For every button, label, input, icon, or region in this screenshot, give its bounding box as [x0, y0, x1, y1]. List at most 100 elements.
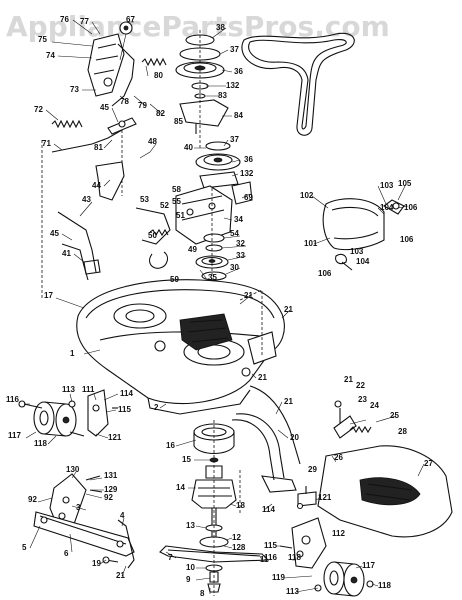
callout: 111 — [82, 385, 95, 394]
callout: 130 — [66, 465, 80, 474]
callout: 6 — [64, 549, 69, 558]
callout: 24 — [370, 401, 379, 410]
wheel-bracket-left — [68, 389, 118, 437]
callout: 116 — [264, 553, 277, 562]
callout: 37 — [230, 45, 239, 54]
callout: 21 — [284, 397, 293, 406]
callout: 27 — [424, 459, 433, 468]
callout: 28 — [398, 427, 407, 436]
callout: 113 — [286, 587, 299, 596]
callout: 41 — [62, 249, 71, 258]
deflector-shield — [322, 198, 405, 271]
callout: 19 — [92, 559, 101, 568]
callout: 48 — [148, 137, 157, 146]
callout: 92 — [28, 495, 37, 504]
callout: 21 — [244, 291, 253, 300]
callout: 43 — [82, 195, 91, 204]
callout: 84 — [234, 111, 243, 120]
callout: 83 — [218, 91, 227, 100]
callout: 1 — [70, 349, 75, 358]
callout: 7 — [168, 553, 173, 562]
callout: 45 — [100, 103, 109, 112]
callout: 116 — [6, 395, 19, 404]
callout: 21 — [116, 571, 125, 580]
callout: 44 — [92, 181, 101, 190]
callout: 103 — [350, 247, 364, 256]
callout: 12 — [232, 533, 241, 542]
callout: 106 — [400, 235, 414, 244]
callout: 15 — [182, 455, 191, 464]
callout: 29 — [308, 465, 317, 474]
callout: 17 — [44, 291, 53, 300]
callout: 30 — [230, 263, 239, 272]
callout: 118 — [288, 553, 301, 562]
discharge-chute — [317, 400, 453, 538]
callout: 102 — [300, 191, 314, 200]
callout: 114 — [120, 389, 133, 398]
callout: 32 — [236, 239, 245, 248]
mower-deck — [76, 279, 285, 415]
callout: 85 — [174, 117, 183, 126]
callout: 36 — [244, 155, 253, 164]
callout: 117 — [362, 561, 375, 570]
callout: 129 — [104, 485, 118, 494]
callout: 21 — [284, 305, 293, 314]
callout: 21 — [258, 373, 267, 382]
right-small-parts — [296, 486, 317, 510]
belt-guide-cables — [231, 385, 301, 514]
callout: 4 — [120, 511, 125, 520]
callout: 132 — [226, 81, 240, 90]
callout: 37 — [230, 135, 239, 144]
callout: 112 — [332, 529, 345, 538]
idler-arm-assembly — [41, 21, 167, 300]
callout: 103 — [380, 181, 394, 190]
callout: 49 — [188, 245, 197, 254]
callout: 40 — [184, 143, 193, 152]
callout: 8 — [200, 589, 205, 598]
callout: 75 — [38, 35, 47, 44]
drive-belt-illustration — [241, 32, 355, 136]
callout: 55 — [172, 197, 181, 206]
callout: 35 — [208, 273, 217, 282]
callout: 115 — [264, 541, 277, 550]
callout: 132 — [240, 169, 254, 178]
callout: 45 — [50, 229, 59, 238]
callout: 92 — [104, 493, 113, 502]
callout: 69 — [244, 193, 253, 202]
callout: 80 — [154, 71, 163, 80]
callout: 10 — [186, 563, 195, 572]
callout: 14 — [176, 483, 185, 492]
callout: 105 — [398, 179, 412, 188]
callout: 54 — [230, 229, 239, 238]
callout: 113 — [62, 385, 75, 394]
callout: 23 — [358, 395, 367, 404]
callout: 2 — [154, 403, 159, 412]
callout: 3 — [76, 503, 81, 512]
callout: 33 — [236, 251, 245, 260]
gauge-wheel-linkage — [33, 473, 135, 569]
callout: 67 — [126, 15, 135, 24]
callout: 74 — [46, 51, 55, 60]
callout: 51 — [176, 211, 185, 220]
callout: 50 — [148, 231, 157, 240]
callout: 21 — [344, 375, 353, 384]
callout: 106 — [318, 269, 332, 278]
callout: 9 — [186, 575, 191, 584]
callout: 13 — [186, 521, 195, 530]
callout: 104 — [380, 203, 394, 212]
front-wheel-right — [279, 517, 374, 597]
callout: 71 — [42, 139, 51, 148]
callout: 77 — [80, 17, 89, 26]
center-bracket-assembly — [135, 185, 233, 300]
callout: 18 — [236, 501, 245, 510]
callout: 128 — [232, 543, 246, 552]
leader-lines — [24, 19, 425, 594]
callout: 25 — [390, 411, 399, 420]
callout: 36 — [234, 67, 243, 76]
callout: 34 — [234, 215, 243, 224]
callout: 115 — [118, 405, 131, 414]
callout: 53 — [140, 195, 149, 204]
callout: 131 — [104, 471, 118, 480]
